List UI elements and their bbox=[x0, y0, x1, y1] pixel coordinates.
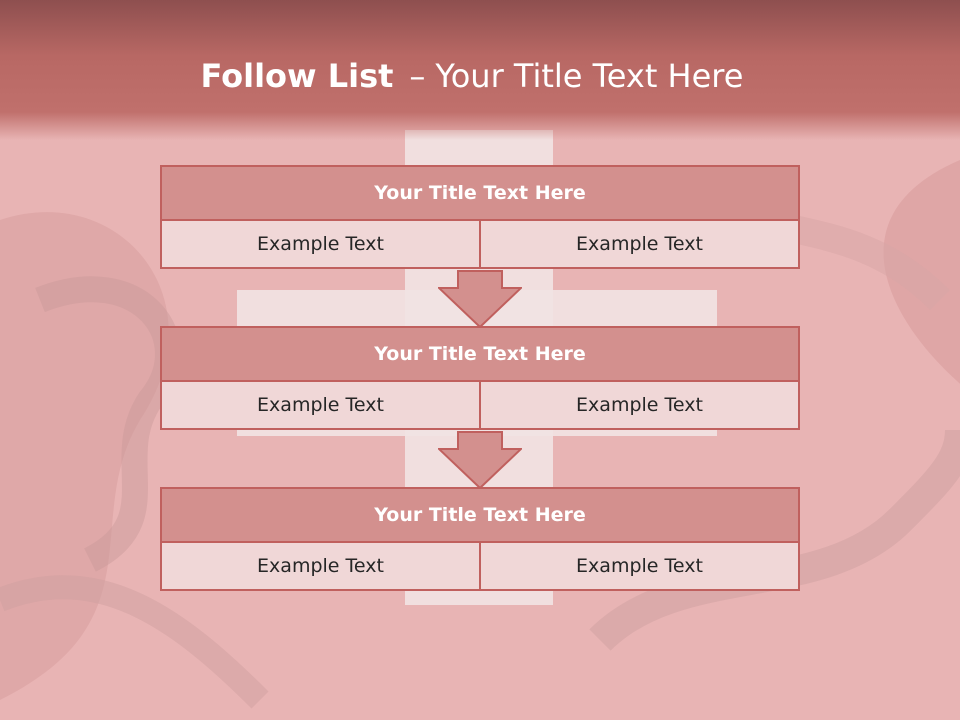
slide-title: Follow List–Your Title Text Here bbox=[0, 56, 944, 96]
step-title: Your Title Text Here bbox=[160, 487, 800, 543]
down-arrow-1 bbox=[438, 270, 522, 328]
step-cell-left: Example Text bbox=[160, 541, 481, 591]
step-block-3: Your Title Text Here Example Text Exampl… bbox=[160, 487, 800, 591]
down-arrow-2 bbox=[438, 431, 522, 489]
step-cell-right: Example Text bbox=[479, 380, 800, 430]
title-bold-part: Follow List bbox=[200, 57, 394, 95]
title-rest: Your Title Text Here bbox=[435, 57, 744, 95]
step-title: Your Title Text Here bbox=[160, 165, 800, 221]
step-cell-right: Example Text bbox=[479, 541, 800, 591]
step-title: Your Title Text Here bbox=[160, 326, 800, 382]
step-row: Example Text Example Text bbox=[160, 380, 800, 430]
step-row: Example Text Example Text bbox=[160, 219, 800, 269]
title-separator: – bbox=[409, 57, 426, 95]
header-band bbox=[0, 0, 960, 140]
step-cell-left: Example Text bbox=[160, 219, 481, 269]
step-cell-left: Example Text bbox=[160, 380, 481, 430]
step-block-1: Your Title Text Here Example Text Exampl… bbox=[160, 165, 800, 269]
step-cell-right: Example Text bbox=[479, 219, 800, 269]
step-block-2: Your Title Text Here Example Text Exampl… bbox=[160, 326, 800, 430]
step-row: Example Text Example Text bbox=[160, 541, 800, 591]
